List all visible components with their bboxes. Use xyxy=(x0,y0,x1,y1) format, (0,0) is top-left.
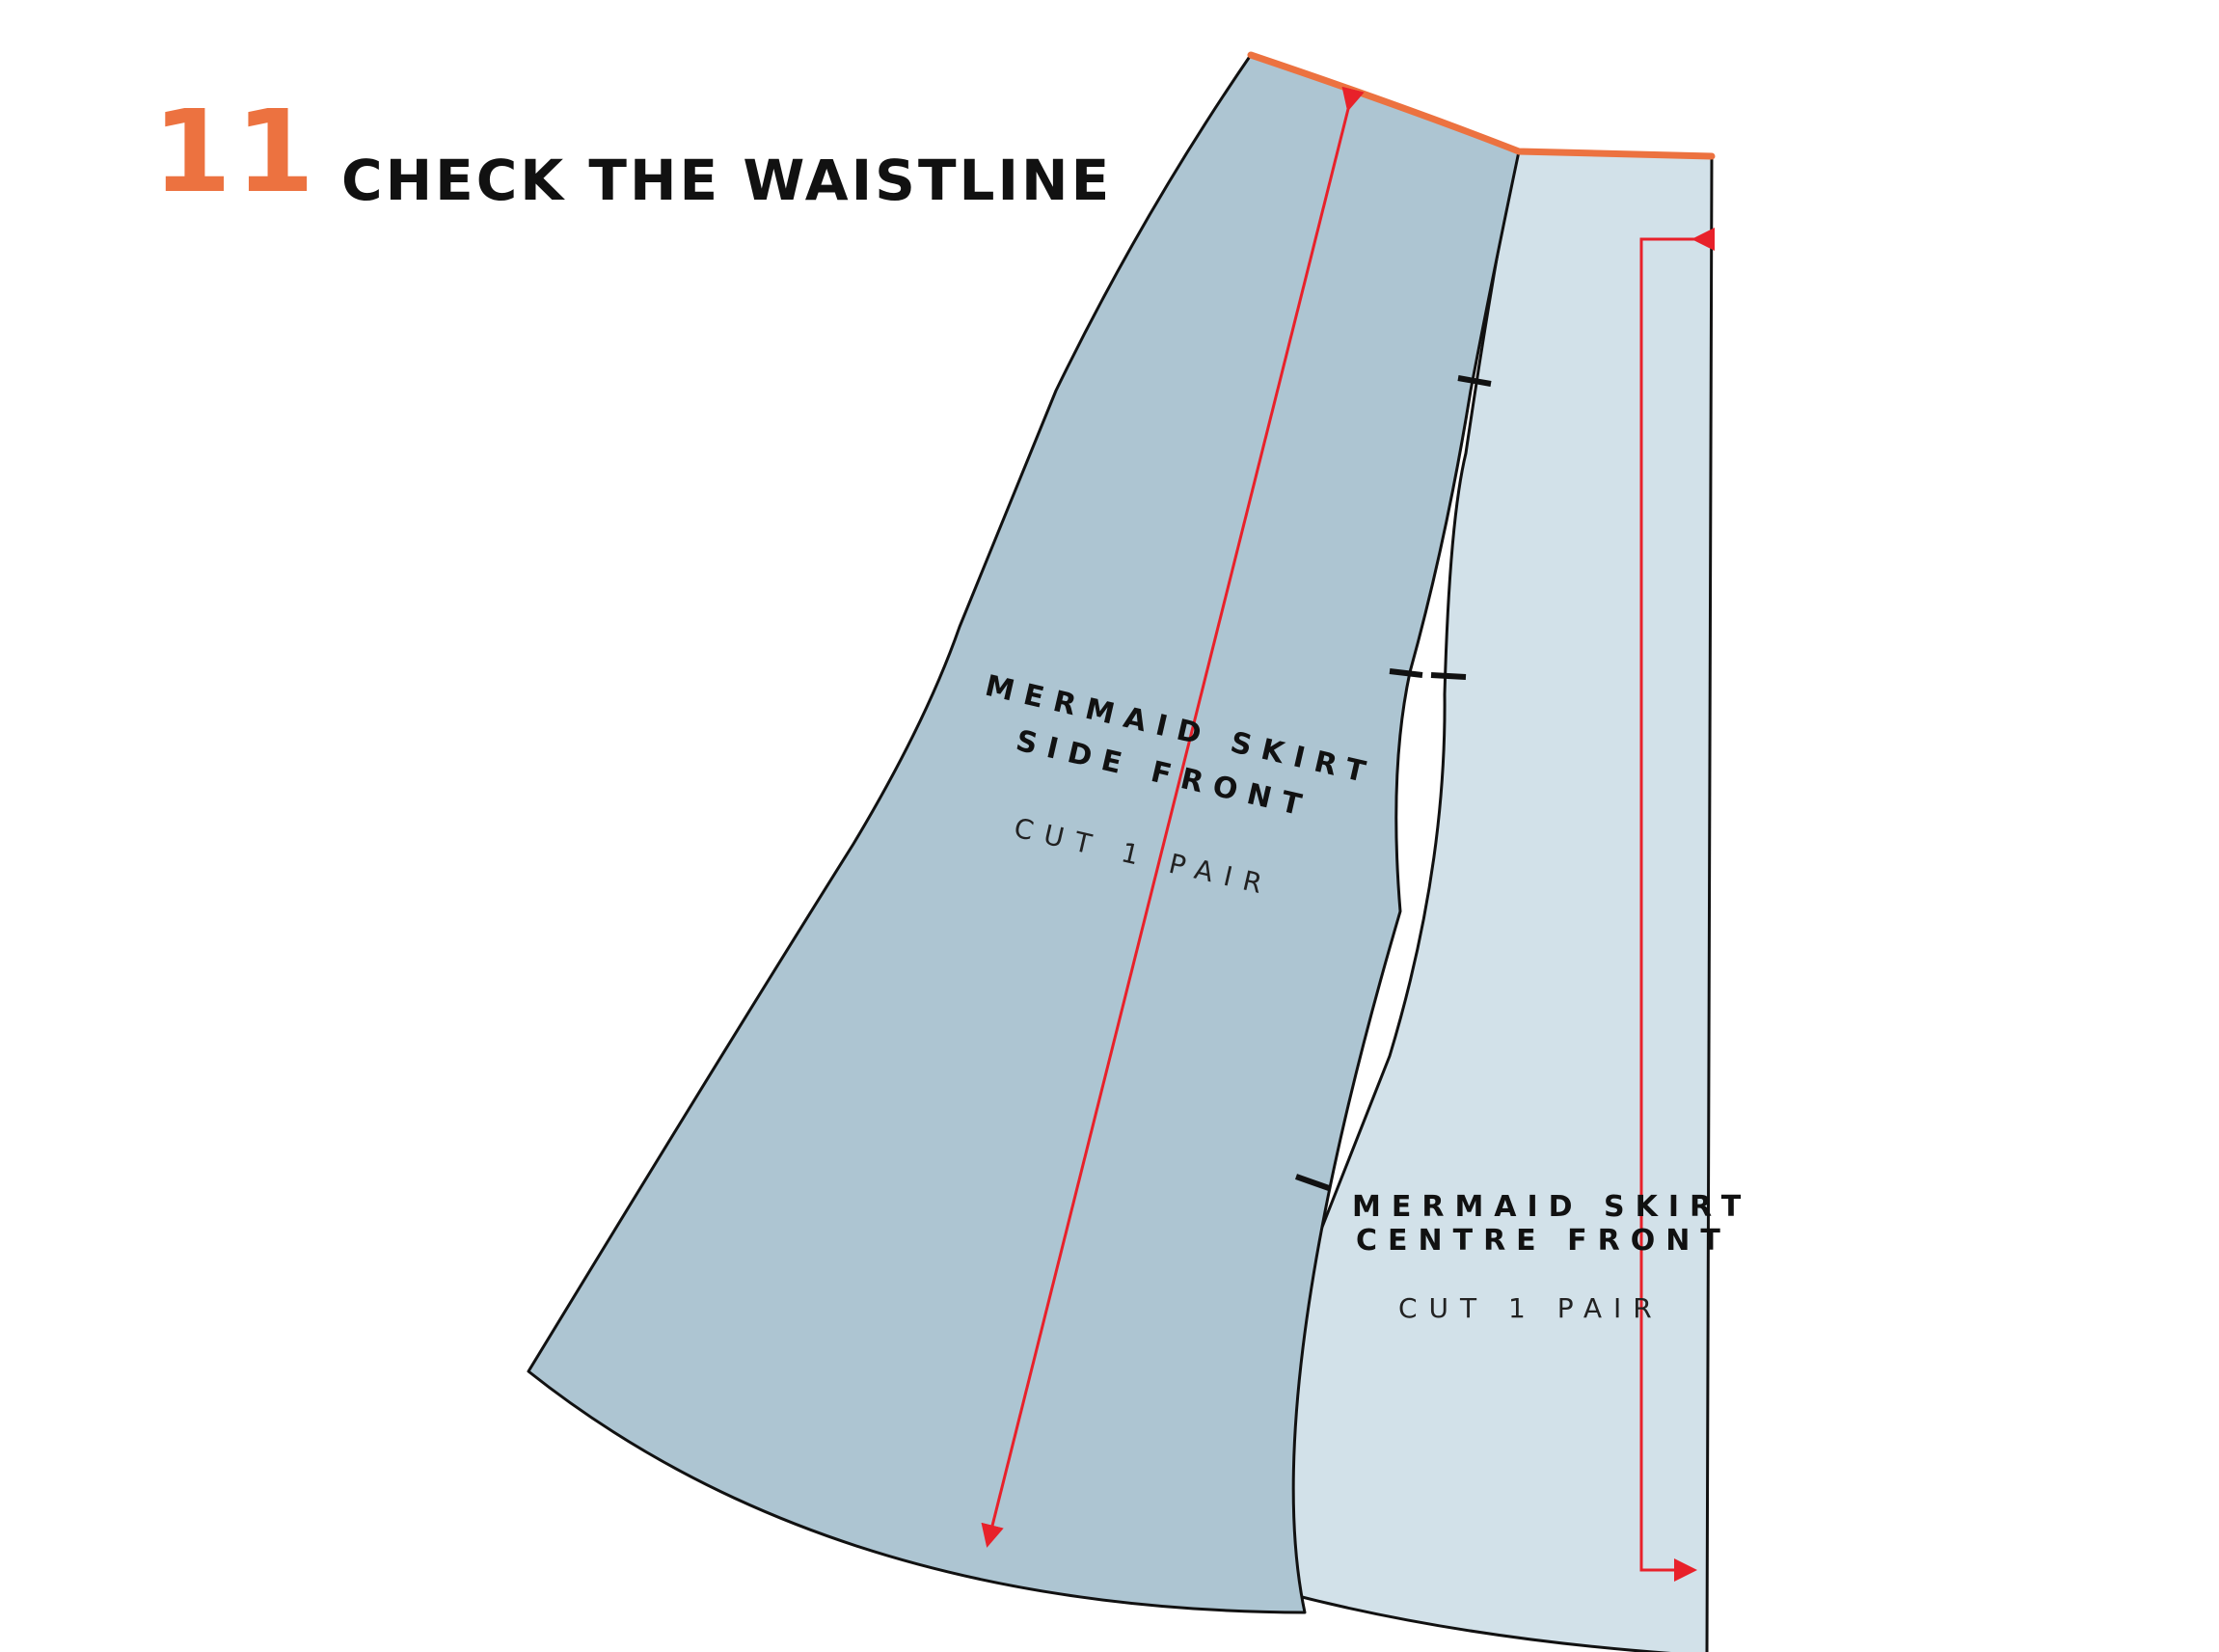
centre-front-name-line1: MERMAID SKIRT xyxy=(1352,1190,1751,1224)
bracket-arrow-icon xyxy=(1639,228,1715,1582)
step-number: 11 xyxy=(152,85,319,218)
centre-front-name-line2: CENTRE FRONT xyxy=(1356,1224,1731,1258)
centre-front-cut-label: CUT 1 PAIR xyxy=(1398,1292,1664,1324)
notch-mark-icon xyxy=(1389,668,1423,678)
waistline-highlight xyxy=(1247,51,1716,160)
double-arrow-icon xyxy=(981,86,1365,1548)
notch-mark-icon xyxy=(1430,672,1467,680)
notch-mark-icon xyxy=(1295,1174,1330,1191)
notch-mark-icon xyxy=(1457,375,1492,387)
